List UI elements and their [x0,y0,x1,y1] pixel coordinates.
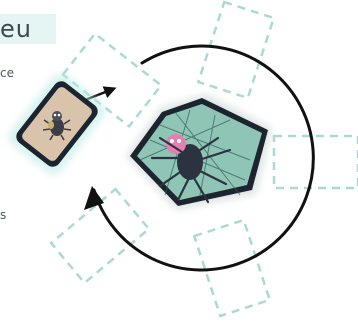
empty-slot-bottom [194,220,269,316]
beetle-card[interactable] [5,70,110,179]
spider-tile[interactable] [126,94,272,210]
empty-slot-right [274,136,358,188]
